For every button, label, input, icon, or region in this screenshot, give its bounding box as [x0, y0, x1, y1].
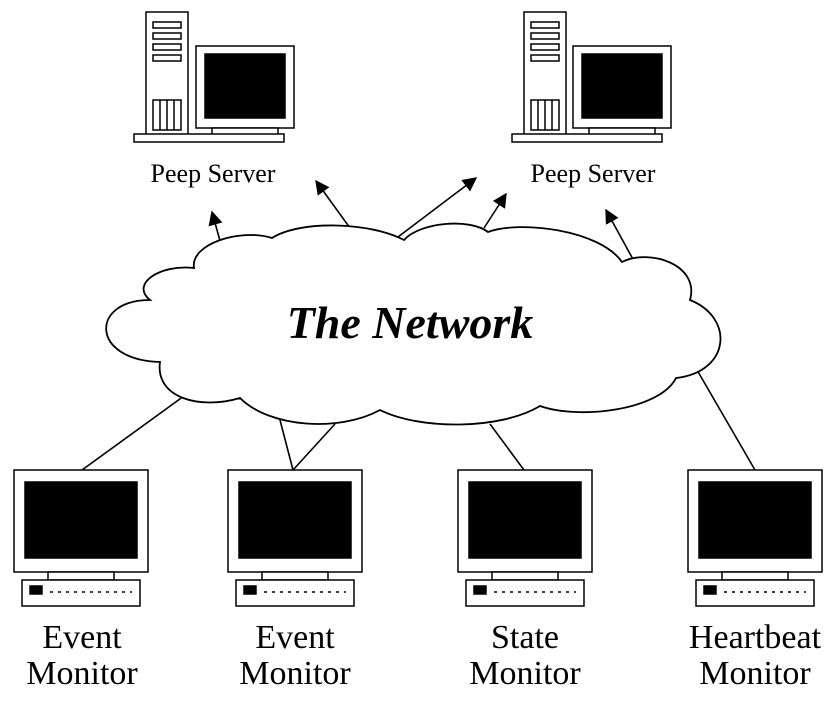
monitor-label-line2: Monitor [26, 654, 138, 692]
monitor-label-line2: Monitor [469, 654, 581, 692]
monitor-label-line1: State [491, 619, 559, 656]
server-1-icon [133, 11, 295, 143]
connection-line-event-monitor-2a [279, 419, 294, 471]
connection-line-state-monitor [489, 423, 525, 471]
monitor-terminal-2 [227, 469, 363, 607]
monitor-label-line1: Heartbeat [688, 619, 822, 656]
connection-line-event-monitor-1 [81, 387, 196, 471]
arrow-to-server-2b [483, 192, 507, 229]
server-2-icon [511, 11, 672, 143]
monitor-label-line1: Event [42, 619, 122, 656]
monitor-label-line1: Event [255, 619, 335, 656]
arrow-to-server-2a [393, 177, 478, 241]
arrow-to-server-1b [315, 179, 351, 229]
monitor-label-line2: Monitor [239, 654, 351, 692]
monitor-terminal-3 [457, 469, 593, 607]
monitor-label-event-2: Event Monitor [200, 620, 390, 691]
connection-line-heartbeat-monitor [696, 369, 756, 471]
monitor-terminal-4 [687, 469, 823, 607]
server-label-1: Peep Server [150, 159, 276, 188]
monitor-label-line2: Monitor [699, 654, 811, 692]
server-label-2: Peep Server [530, 159, 656, 188]
monitor-label-state: State Monitor [430, 620, 620, 691]
monitor-label-event-1: Event Monitor [0, 620, 177, 691]
monitor-label-heartbeat: Heartbeat Monitor [660, 620, 833, 691]
connection-line-event-monitor-2b [292, 423, 336, 471]
network-title: The Network [286, 297, 534, 348]
monitor-connections [81, 369, 756, 471]
monitor-terminal-1 [13, 469, 149, 607]
network-cloud [105, 222, 722, 426]
